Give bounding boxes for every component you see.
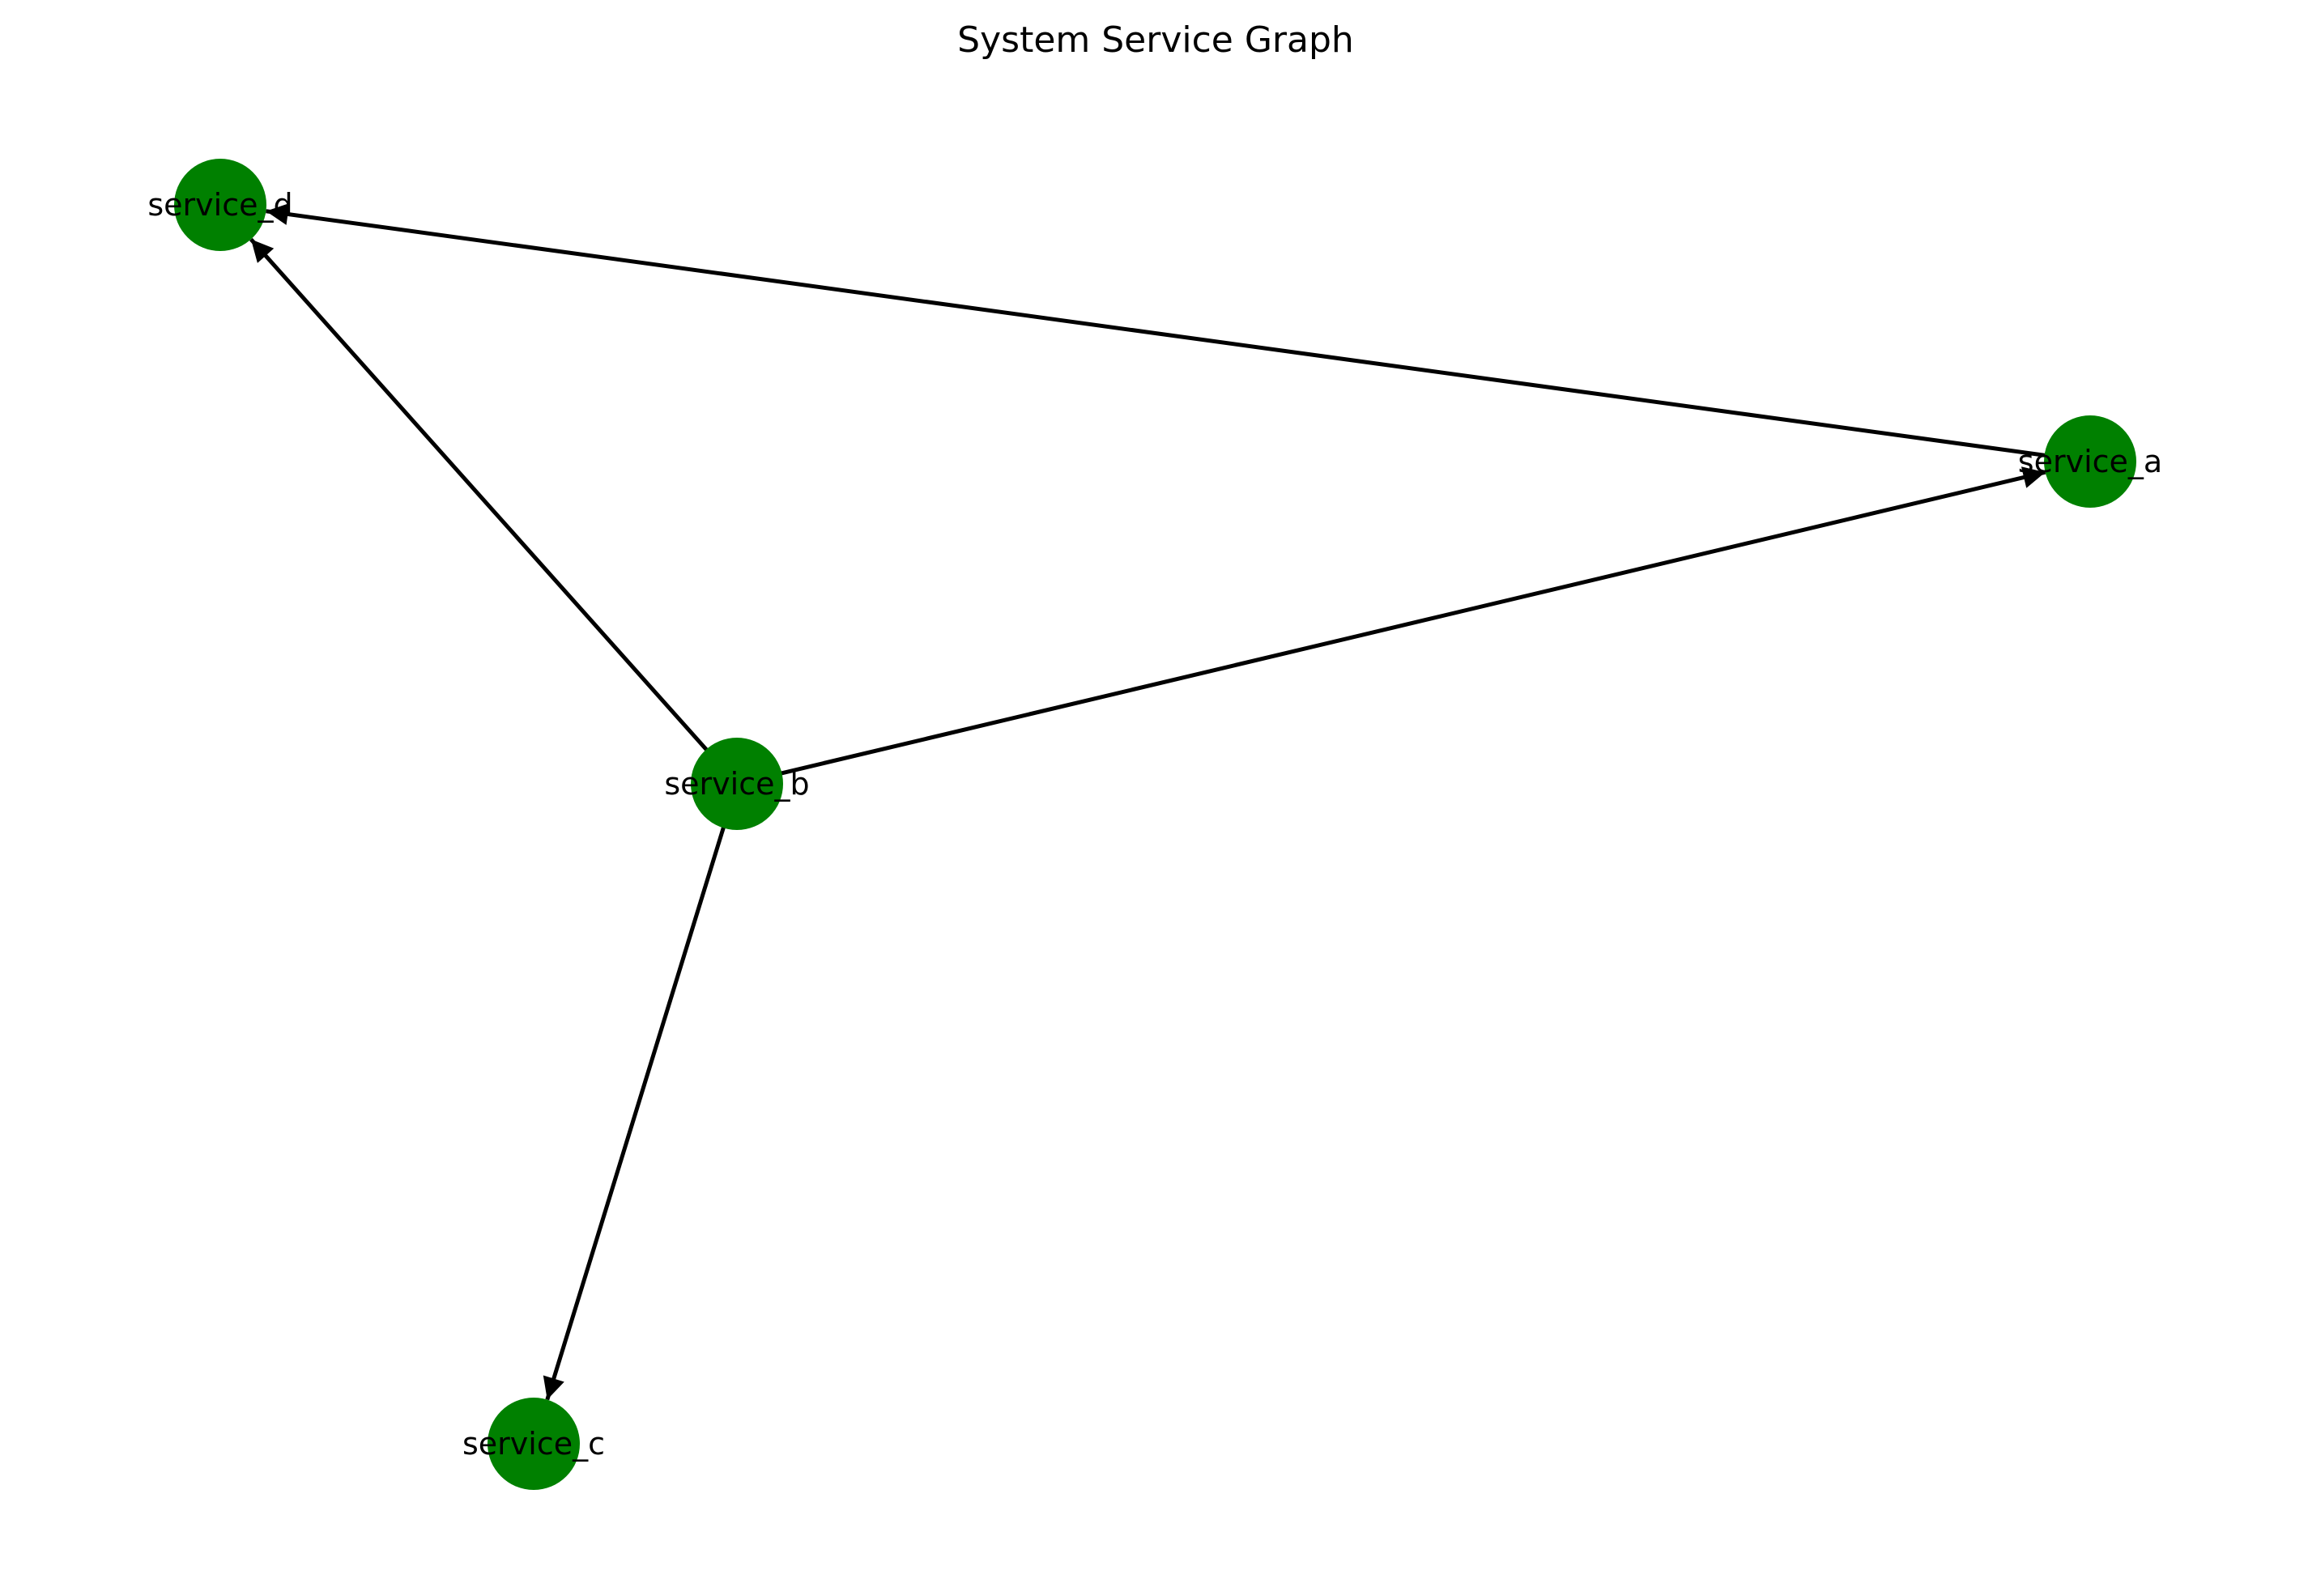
edge-service_b-to-service_d [249,237,723,768]
node-circle [174,159,266,251]
graph-title: System Service Graph [957,19,1354,61]
node-circle [691,738,783,830]
node-label: service_d [147,187,292,223]
node-circle [488,1398,580,1490]
node-label: service_a [2018,444,2162,479]
node-service_a: service_a [2018,415,2162,508]
edge-service_b-to-service_c [543,805,733,1401]
node-label: service_c [462,1426,605,1462]
node-circle [2044,415,2136,508]
edge-service_b-to-service_a [759,466,2046,781]
edges-layer [249,202,2068,1401]
nodes-layer: service_a service_b service_c service_d [147,159,2162,1490]
edge-service_a-to-service_d [266,202,2068,461]
node-service_b: service_b [664,738,810,830]
node-service_d: service_d [147,159,293,251]
node-label: service_b [664,766,809,802]
node-service_c: service_c [462,1398,605,1490]
